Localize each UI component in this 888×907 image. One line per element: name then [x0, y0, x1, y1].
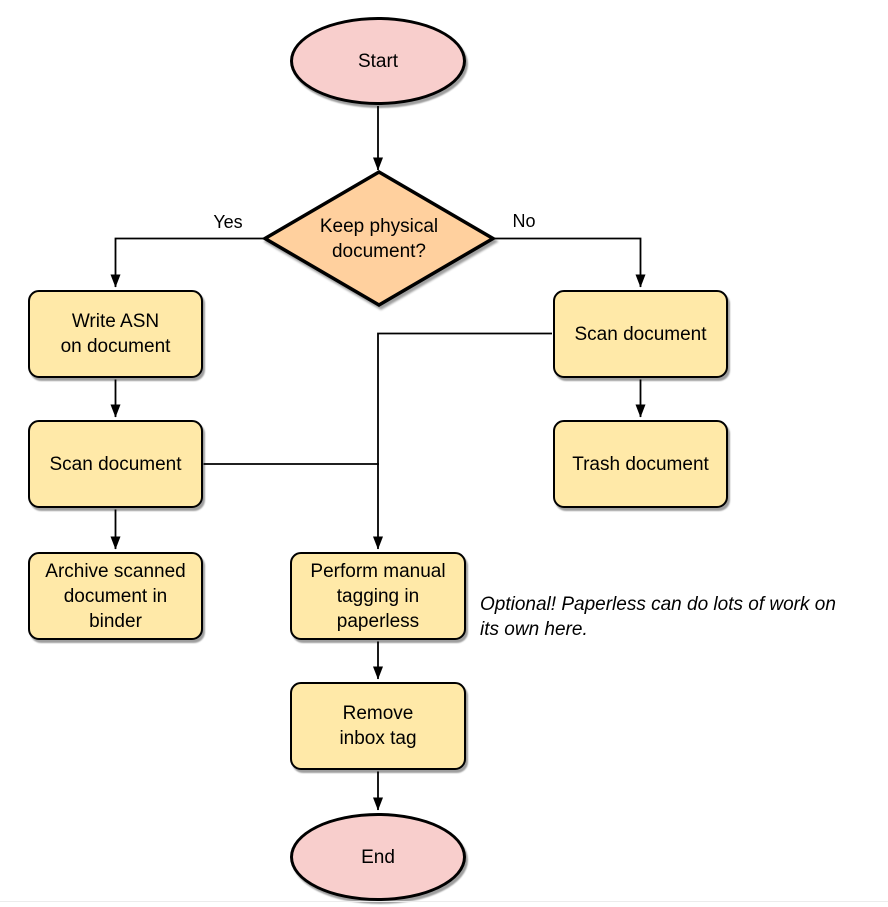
edge-label-no: No — [512, 211, 536, 231]
edge-decision-yes — [110, 237, 264, 288]
edge-label-yes: Yes — [213, 212, 243, 232]
node-end: End — [290, 813, 466, 901]
edge-decision-no — [493, 237, 646, 288]
edge-scanright-to-tagging — [373, 332, 552, 550]
node-scan-document-right: Scan document — [553, 290, 728, 378]
node-trash-document: Trash document — [553, 420, 728, 508]
node-write-asn: Write ASN on document — [28, 290, 203, 378]
bottom-divider — [0, 901, 888, 902]
node-manual-tagging: Perform manual tagging in paperless — [290, 552, 466, 640]
node-remove-inbox-tag: Remove inbox tag — [290, 682, 466, 770]
node-decision-label: Keep physical document? — [319, 215, 439, 262]
optional-note: Optional! Paperless can do lots of work … — [480, 594, 836, 640]
decision-diamond — [261, 169, 497, 308]
node-archive-binder: Archive scanned document in binder — [28, 552, 203, 640]
node-start: Start — [290, 17, 466, 105]
node-scan-document-left: Scan document — [28, 420, 203, 508]
